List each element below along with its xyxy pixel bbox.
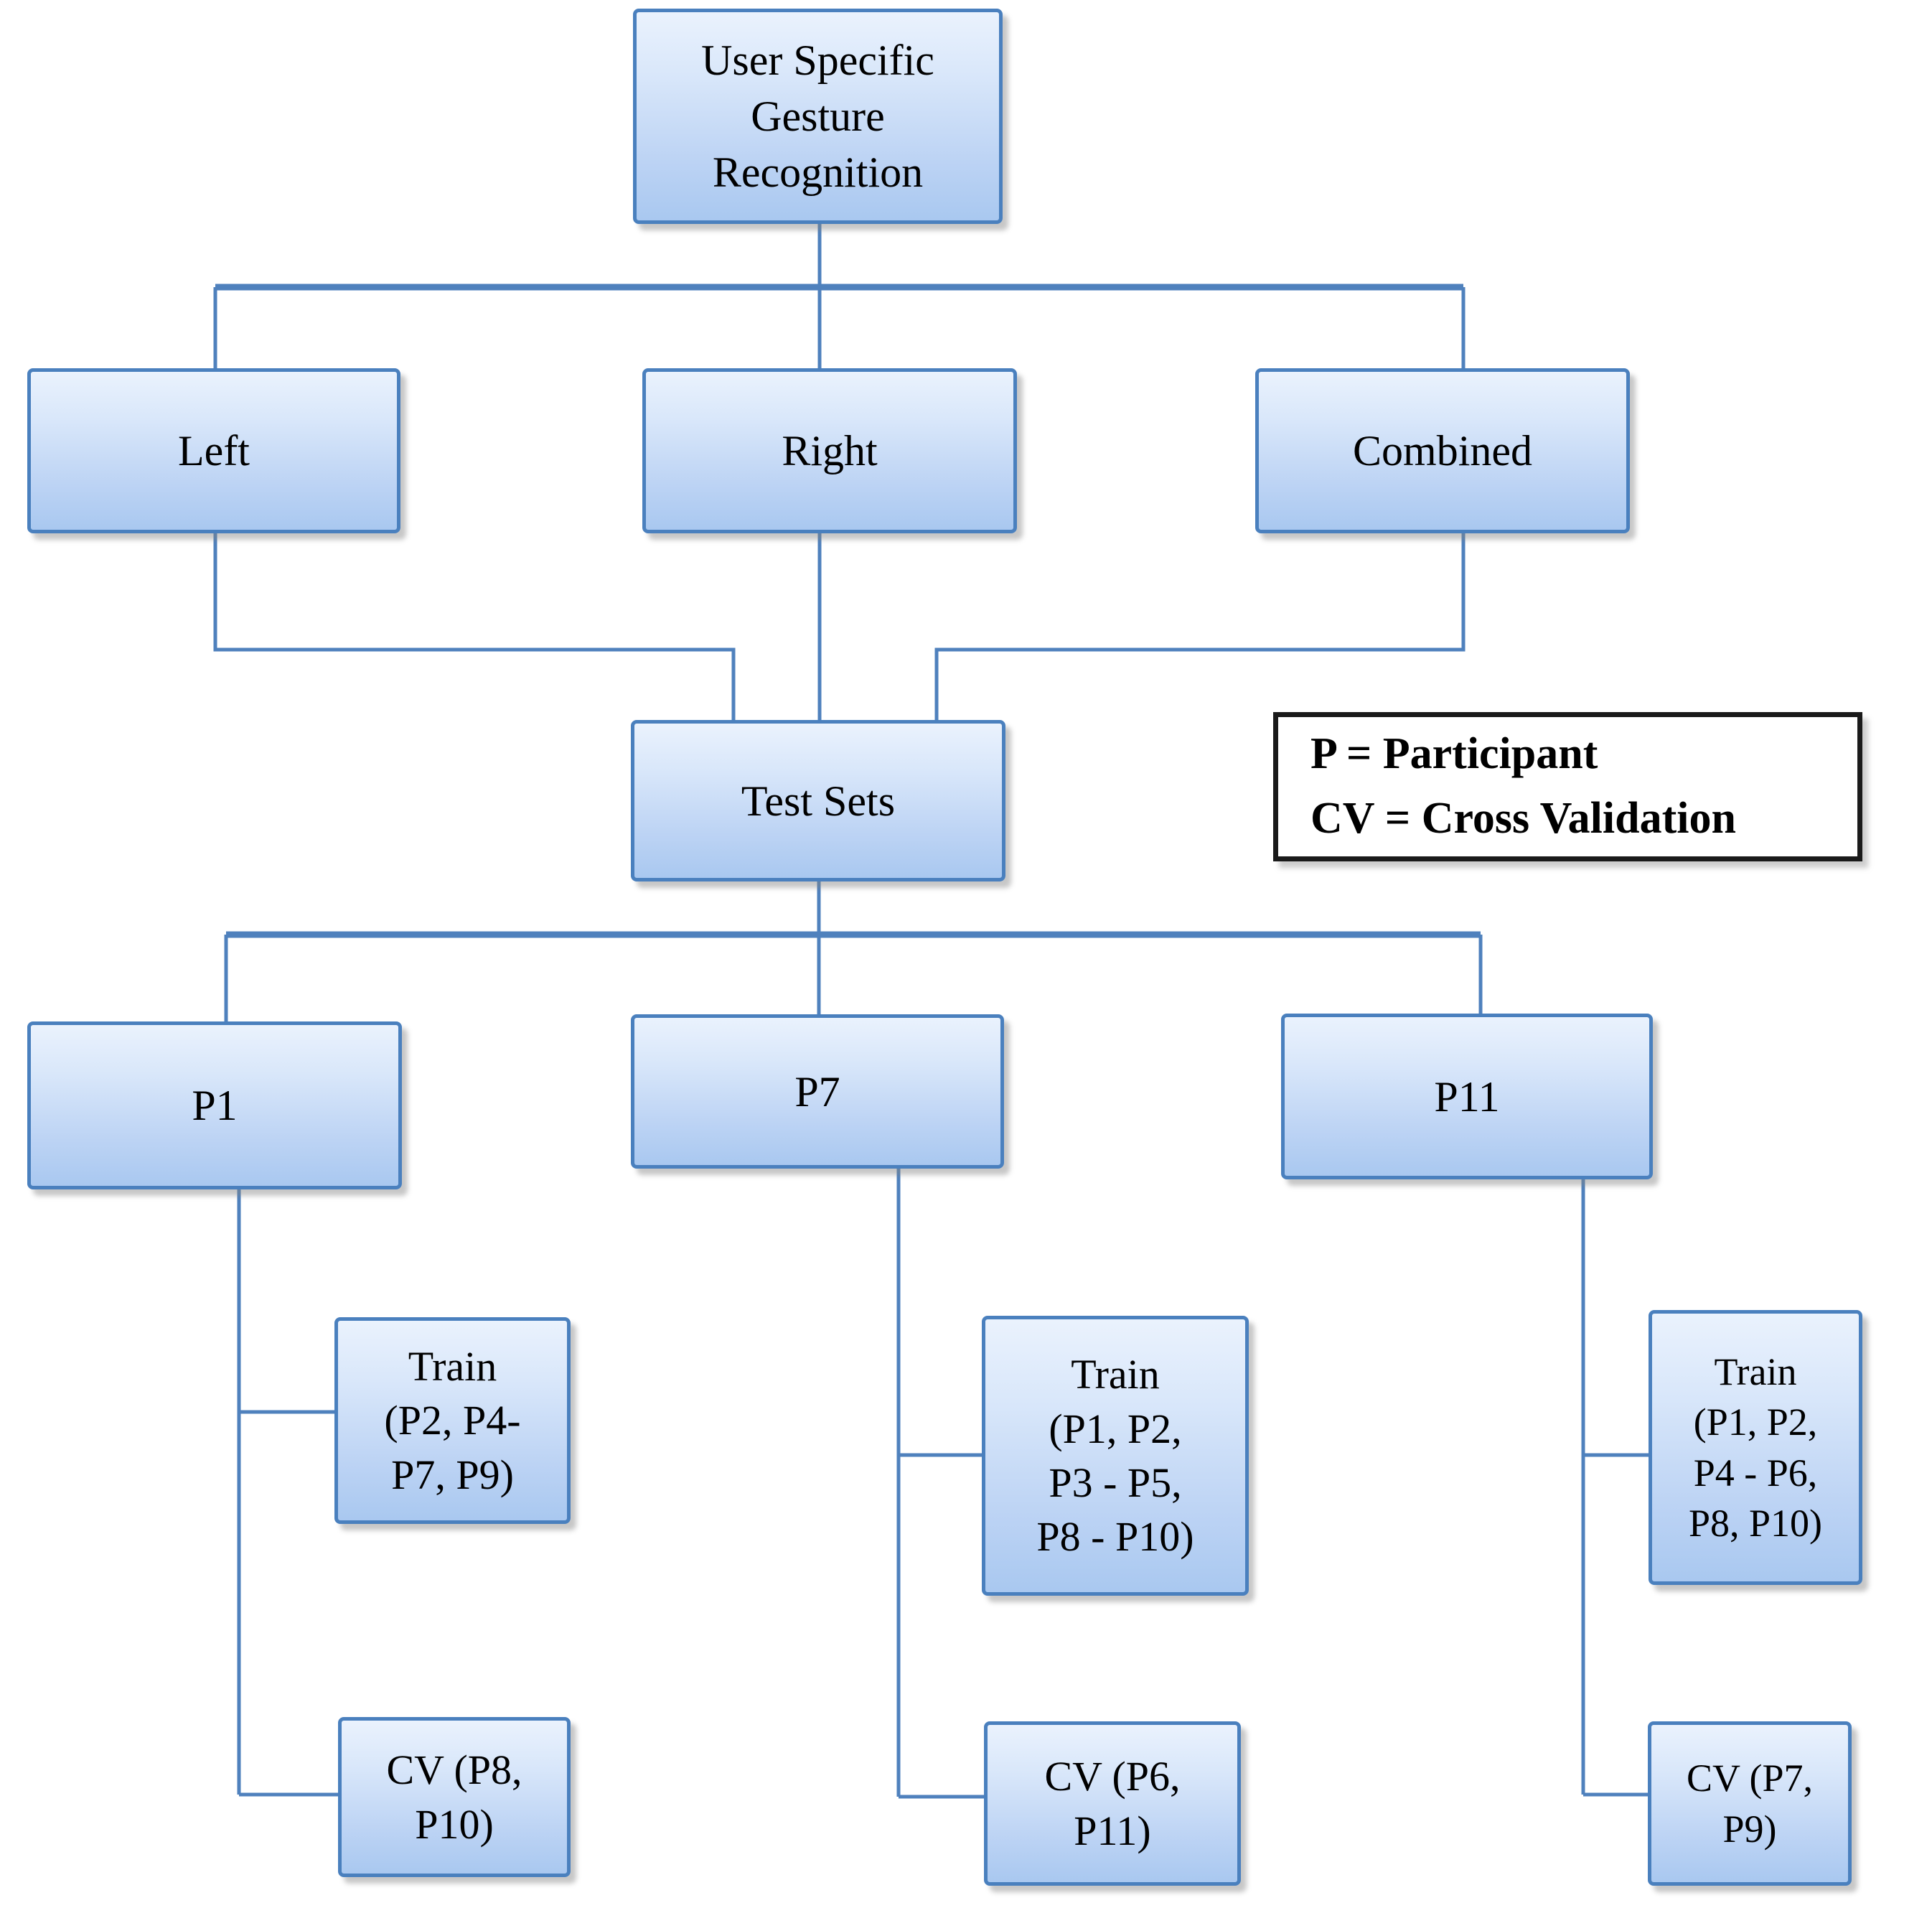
- node-p11-train: Train (P1, P2, P4 - P6, P8, P10): [1649, 1310, 1862, 1585]
- p11-node-label: P11: [1434, 1072, 1500, 1121]
- node-p1-train: Train (P2, P4- P7, P9): [334, 1317, 571, 1524]
- p1-node-label: P1: [192, 1082, 238, 1129]
- root-node-label: User Specific Gesture Recognition: [701, 37, 934, 196]
- p11-train-label: Train (P1, P2, P4 - P6, P8, P10): [1688, 1350, 1823, 1545]
- p1-train-label: Train (P2, P4- P7, P9): [384, 1342, 521, 1498]
- connector-left-to-testsets: [213, 533, 736, 720]
- legend-line-cross-validation: CV = Cross Validation: [1310, 794, 1736, 843]
- legend-line-participant: P = Participant: [1310, 729, 1598, 779]
- combined-node-label: Combined: [1353, 427, 1532, 474]
- connector-combined-to-testsets: [934, 533, 1466, 720]
- node-p11: P11: [1281, 1014, 1653, 1179]
- test-sets-node-label: Test Sets: [741, 777, 896, 825]
- p7-train-label: Train (P1, P2, P3 - P5, P8 - P10): [1036, 1351, 1194, 1561]
- node-p1: P1: [27, 1021, 402, 1189]
- legend-box: P = Participant CV = Cross Validation: [1273, 712, 1862, 861]
- p7-cv-label: CV (P6, P11): [1044, 1753, 1181, 1854]
- p7-node-label: P7: [794, 1067, 840, 1115]
- node-left: Left: [27, 368, 400, 533]
- node-p11-cv: CV (P7, P9): [1648, 1721, 1852, 1886]
- node-p1-cv: CV (P8, P10): [338, 1717, 571, 1877]
- node-combined: Combined: [1255, 368, 1630, 533]
- node-test-sets: Test Sets: [631, 720, 1005, 881]
- left-node-label: Left: [178, 427, 250, 474]
- node-p7: P7: [631, 1014, 1004, 1169]
- node-p7-train: Train (P1, P2, P3 - P5, P8 - P10): [982, 1316, 1249, 1596]
- right-node-label: Right: [782, 427, 878, 474]
- node-user-specific-gesture-recognition: User Specific Gesture Recognition: [633, 9, 1003, 224]
- p1-cv-label: CV (P8, P10): [386, 1746, 522, 1848]
- node-p7-cv: CV (P6, P11): [984, 1721, 1241, 1886]
- node-right: Right: [642, 368, 1017, 533]
- p11-cv-label: CV (P7, P9): [1686, 1757, 1814, 1851]
